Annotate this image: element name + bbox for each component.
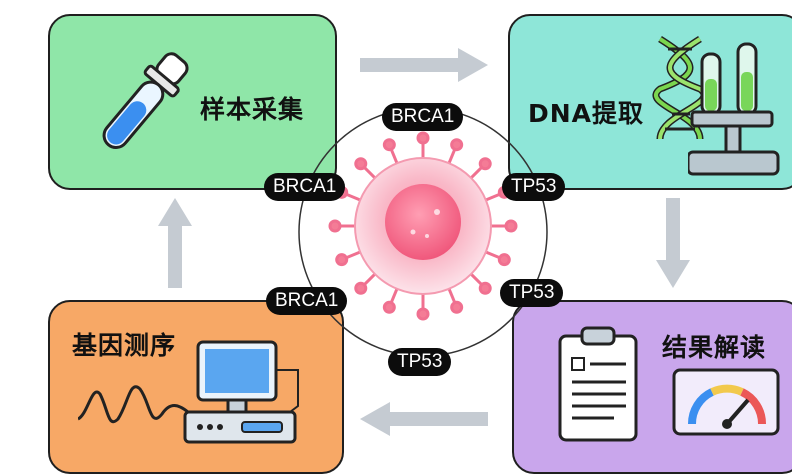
sample-collection-card: 样本采集	[48, 14, 337, 190]
arrow-right-icon	[360, 48, 488, 82]
gene-sequencing-title: 基因测序	[72, 331, 177, 360]
cell-diagram	[295, 104, 551, 360]
dna-extraction-title: DNA提取	[528, 99, 645, 128]
cell-spike-tip	[382, 138, 396, 152]
arrow-down-icon	[656, 198, 690, 288]
gene-label-upper-left: BRCA1	[264, 173, 346, 201]
lab-stand-icon	[688, 42, 780, 176]
arrow-up-icon	[158, 198, 192, 288]
arrow-left-icon	[360, 402, 488, 436]
gene-label-lower-left: BRCA1	[266, 287, 348, 315]
gene-label-bottom: TP53	[388, 348, 452, 376]
gene-label-upper-right: TP53	[502, 173, 566, 201]
sample-collection-title: 样本采集	[200, 95, 305, 124]
clipboard-icon	[558, 326, 638, 442]
cell-spike-tip	[478, 281, 492, 295]
gauge-icon	[672, 368, 780, 436]
cell-spike-tip	[354, 281, 368, 295]
cell-spike-tip	[335, 253, 349, 267]
gene-label-top: BRCA1	[382, 103, 464, 131]
cell-spike-tip	[450, 300, 464, 314]
cell-spike-tip	[497, 253, 511, 267]
waveform-icon	[78, 385, 189, 423]
cell-spike-tip	[354, 157, 368, 171]
dna-extraction-card: DNA提取	[508, 14, 792, 190]
cell-spike-tip	[416, 307, 430, 321]
test-tube-icon	[102, 52, 189, 149]
result-interpretation-card: 结果解读	[512, 300, 792, 474]
cell-spike-tip	[328, 219, 342, 233]
result-interpretation-title: 结果解读	[662, 333, 767, 362]
cell-spike-tip	[478, 157, 492, 171]
cell-spike-tip	[504, 219, 518, 233]
cell-spike-tip	[382, 300, 396, 314]
cell-spike-tip	[416, 131, 430, 145]
gene-label-lower-right: TP53	[500, 279, 564, 307]
dna-helix-icon	[652, 36, 708, 140]
cell-icon	[298, 107, 548, 357]
sequencer-computer-icon	[183, 340, 299, 444]
cell-spike-tip	[450, 138, 464, 152]
